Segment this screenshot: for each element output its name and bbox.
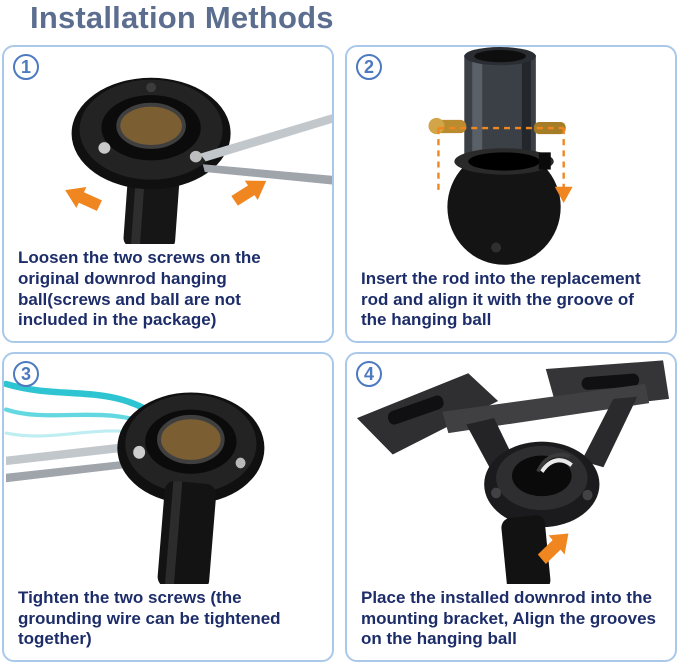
step-3-caption: Tighten the two screws (the grounding wi… <box>18 587 281 649</box>
loosen-screws-illustration <box>65 77 332 245</box>
hanging-ball-in-bracket <box>484 441 600 528</box>
hanging-ball <box>447 148 561 265</box>
step-3-panel: 3 <box>2 352 334 662</box>
step-1-number-badge: 1 <box>13 54 39 80</box>
step-4-panel: 4 <box>345 352 677 662</box>
step-2-photo <box>347 47 675 265</box>
align-arrow-icon <box>537 533 569 564</box>
wire-black <box>536 452 571 473</box>
downrod <box>501 515 551 584</box>
step-1-caption: Loosen the two screws on the original do… <box>18 248 261 330</box>
step-2-number-badge: 2 <box>356 54 382 80</box>
screw-left <box>133 445 146 459</box>
screw-left <box>98 142 111 154</box>
screwdriver <box>5 441 138 483</box>
page-title: Installation Methods <box>30 0 334 35</box>
hanging-ball <box>71 77 231 190</box>
screwdriver <box>199 114 332 185</box>
replacement-rod <box>464 47 536 165</box>
step-2-caption: Insert the rod into the replacement rod … <box>361 268 641 330</box>
down-arrow-icon <box>554 186 573 204</box>
hanging-ball <box>117 392 265 504</box>
step-4-caption: Place the installed downrod into the mou… <box>361 587 657 649</box>
screw-right <box>189 150 202 163</box>
loosen-arrow-right-icon <box>231 180 267 206</box>
steps-grid: 1 <box>2 45 677 662</box>
insert-rod-illustration <box>428 47 573 265</box>
collar-notch-left <box>491 487 502 499</box>
wire-white <box>540 458 573 473</box>
step-4-photo <box>347 354 675 584</box>
mounting-bracket-illustration <box>356 360 670 584</box>
step-1-panel: 1 <box>2 45 334 343</box>
downrod <box>157 480 217 584</box>
tighten-screws-illustration <box>4 380 265 584</box>
screw-right <box>235 457 246 469</box>
step-2-panel: 2 <box>345 45 677 343</box>
mounting-bracket <box>356 360 670 476</box>
ball-groove <box>538 152 551 170</box>
alignment-dashed-guides <box>437 126 565 191</box>
collar-notch-right <box>582 489 593 501</box>
loosen-arrow-left-icon <box>65 187 102 211</box>
step-3-photo <box>4 354 332 584</box>
step-4-number-badge: 4 <box>356 361 382 387</box>
step-1-photo <box>4 47 332 245</box>
brass-pin <box>428 117 566 135</box>
step-3-number-badge: 3 <box>13 361 39 387</box>
